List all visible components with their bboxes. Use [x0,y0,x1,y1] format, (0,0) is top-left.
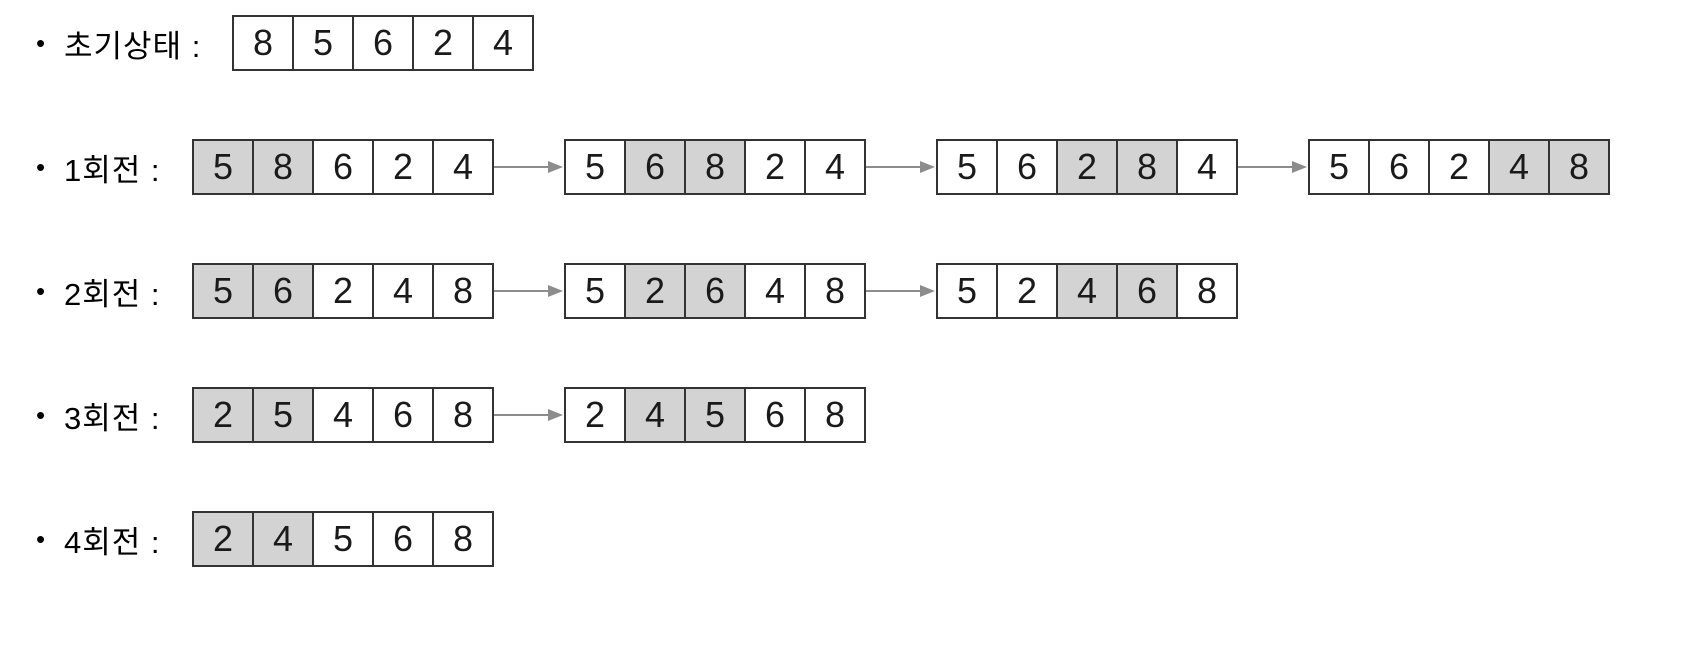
array-cell-highlighted: 2 [1056,139,1118,195]
array-cell: 2 [744,139,806,195]
round-label: 3회전 : [64,400,161,436]
array-cell: 6 [1368,139,1430,195]
round-label: 초기상태 : [64,28,202,64]
round-label: 2회전 : [64,276,161,312]
array-cell: 6 [312,139,374,195]
arrow-right-icon [1238,159,1308,175]
array-cell: 8 [432,387,494,443]
array-cell-highlighted: 4 [1056,263,1118,319]
array-cell-highlighted: 2 [192,387,254,443]
bullet-icon: • [36,28,46,58]
array-cell: 6 [372,511,434,567]
arrow-right-icon [494,159,564,175]
array-cell: 2 [564,387,626,443]
array-cell: 8 [804,263,866,319]
round-label: 4회전 : [64,524,161,560]
arrow-right-icon [494,407,564,423]
arrow-right-icon [494,283,564,299]
arrow-right-icon [866,159,936,175]
array-cell: 8 [1176,263,1238,319]
array-cell-highlighted: 4 [252,511,314,567]
array-cell: 2 [1428,139,1490,195]
array-cell-highlighted: 4 [1488,139,1550,195]
array-cell-highlighted: 5 [684,387,746,443]
bullet-icon: • [36,276,46,306]
array-cell-highlighted: 8 [1548,139,1610,195]
array-cell: 8 [432,263,494,319]
array-cell: 4 [804,139,866,195]
array-cell: 2 [412,15,474,71]
array-cell: 2 [996,263,1058,319]
array-cell-highlighted: 5 [192,263,254,319]
array-cell: 4 [1176,139,1238,195]
array-cell-highlighted: 2 [192,511,254,567]
array-cell-highlighted: 5 [192,139,254,195]
bullet-icon: • [36,152,46,182]
array-cell-highlighted: 8 [684,139,746,195]
array-cell: 8 [232,15,294,71]
array-cell: 4 [372,263,434,319]
round-label: 1회전 : [64,152,161,188]
array-cell: 4 [472,15,534,71]
array-cell: 5 [936,263,998,319]
array-cell: 6 [352,15,414,71]
array-cell-highlighted: 5 [252,387,314,443]
bullet-icon: • [36,400,46,430]
array-cell: 5 [564,263,626,319]
array-cell: 5 [1308,139,1370,195]
array-cell-highlighted: 8 [1116,139,1178,195]
array-cell: 4 [432,139,494,195]
array-cell: 4 [312,387,374,443]
array-cell-highlighted: 6 [1116,263,1178,319]
array-cell: 8 [432,511,494,567]
array-cell-highlighted: 8 [252,139,314,195]
arrow-right-icon [866,283,936,299]
array-cell-highlighted: 2 [624,263,686,319]
array-cell: 6 [744,387,806,443]
array-cell: 2 [372,139,434,195]
array-cell-highlighted: 6 [252,263,314,319]
array-cell: 5 [936,139,998,195]
array-cell-highlighted: 6 [624,139,686,195]
array-cell: 6 [996,139,1058,195]
array-cell: 5 [564,139,626,195]
array-cell: 2 [312,263,374,319]
array-cell: 4 [744,263,806,319]
bullet-icon: • [36,524,46,554]
array-cell-highlighted: 6 [684,263,746,319]
array-cell: 8 [804,387,866,443]
array-cell: 5 [292,15,354,71]
array-cell: 5 [312,511,374,567]
array-cell: 6 [372,387,434,443]
array-cell-highlighted: 4 [624,387,686,443]
